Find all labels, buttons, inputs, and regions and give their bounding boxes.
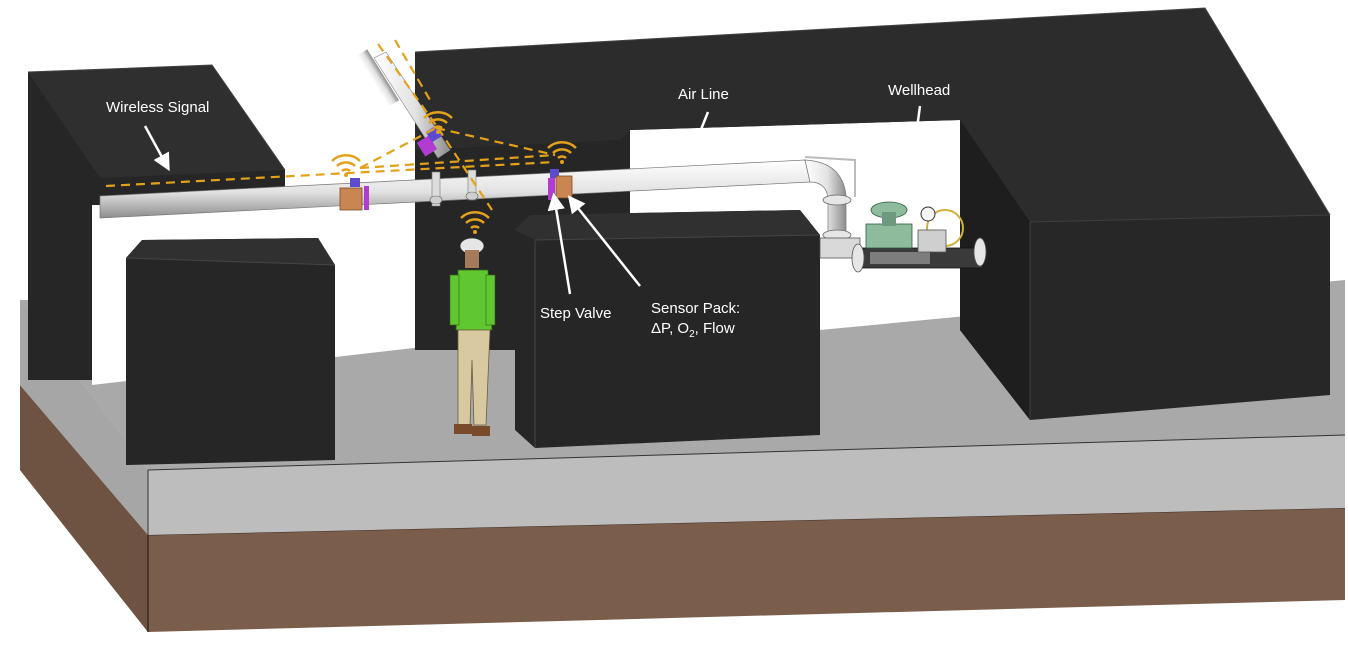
label-sensor-pack-prefix: ΔP, O bbox=[651, 320, 689, 337]
label-wellhead: Wellhead bbox=[888, 82, 950, 99]
step-valve-left bbox=[364, 186, 369, 210]
label-sensor-pack-suffix: , Flow bbox=[695, 320, 735, 337]
sensor-pack-left bbox=[340, 178, 362, 210]
label-air-line: Air Line bbox=[678, 86, 729, 103]
label-step-valve: Step Valve bbox=[540, 305, 611, 322]
rock-block-front-left bbox=[126, 238, 335, 465]
sensor-pack-center bbox=[556, 176, 572, 198]
label-sensor-pack-line1: Sensor Pack: bbox=[651, 300, 740, 317]
label-wireless-signal: Wireless Signal bbox=[106, 99, 209, 116]
